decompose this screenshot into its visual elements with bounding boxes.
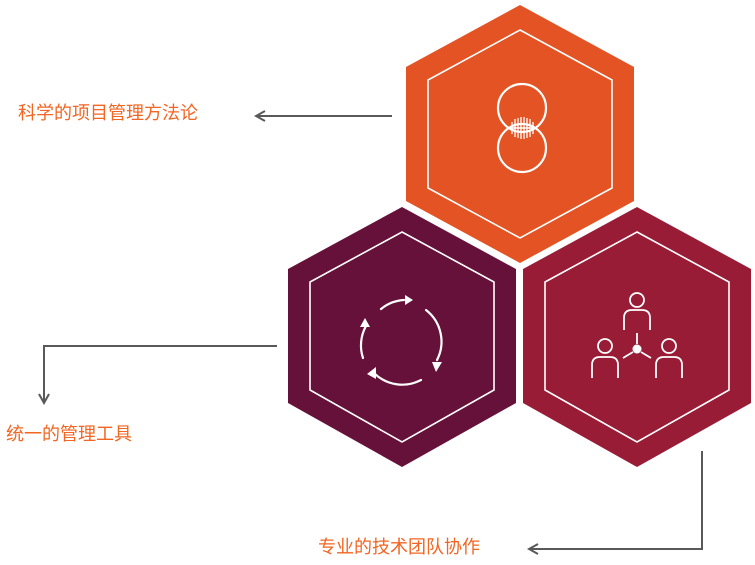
hexagon-team-outline: [544, 231, 730, 443]
label-tools: 统一的管理工具: [6, 424, 132, 445]
network-link-left: [622, 351, 634, 359]
hexagon-tools: [288, 207, 516, 467]
network-hub-dot: [632, 344, 642, 354]
label-methodology: 科学的项目管理方法论: [18, 103, 198, 124]
arrow-to-team: [530, 451, 703, 549]
label-team: 专业的技术团队协作: [318, 537, 480, 558]
hexagon-tools-fill: [288, 207, 516, 467]
hexagon-methodology-fill: [406, 5, 634, 263]
hatch-lines: [511, 117, 534, 139]
person-top-icon: [623, 292, 651, 330]
cycle-arrows-icon: [359, 295, 443, 386]
network-link-right: [640, 351, 652, 359]
person-left-icon: [591, 338, 619, 378]
team-network-icon: [591, 292, 683, 378]
arrow-to-tools: [44, 345, 277, 402]
hexagon-tools-outline: [309, 231, 495, 443]
hexagon-methodology-outline: [427, 29, 613, 239]
person-right-icon: [655, 338, 683, 378]
overlapping-circles-icon: [496, 82, 548, 174]
hexagon-methodology: [406, 5, 634, 263]
hexagon-team: [523, 207, 751, 467]
